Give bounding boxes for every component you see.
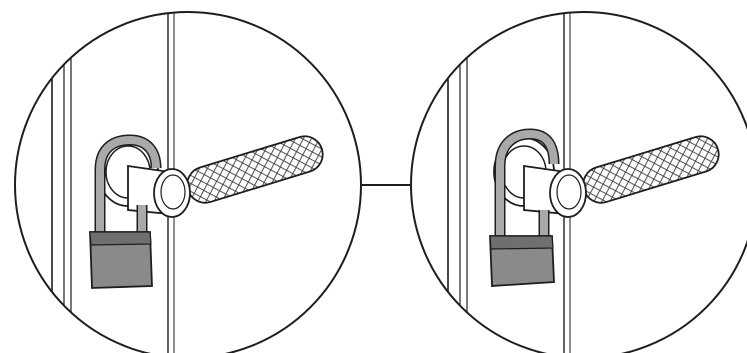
left-panel — [0, 0, 380, 353]
right-panel — [380, 0, 747, 353]
